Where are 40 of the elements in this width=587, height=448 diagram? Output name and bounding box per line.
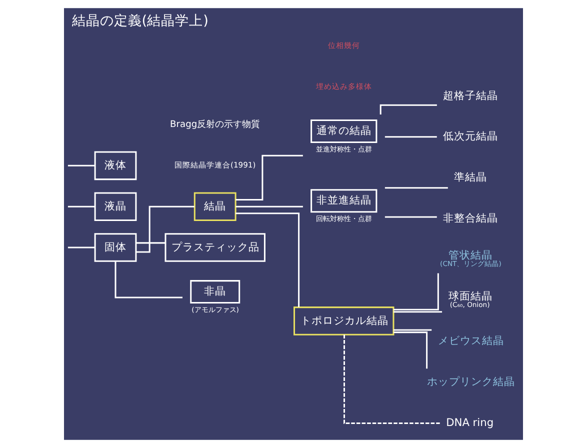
connector xyxy=(394,311,442,313)
connector xyxy=(68,246,96,248)
label: 位相幾何 xyxy=(328,40,360,50)
node-text: 非整合結晶 xyxy=(443,212,498,224)
node-box: 固体 xyxy=(94,233,137,262)
connector xyxy=(344,334,440,424)
label: Bragg反射の示す物質 xyxy=(170,120,260,130)
connector xyxy=(114,261,182,298)
connector xyxy=(136,242,166,244)
node-text: 管状結晶 xyxy=(448,250,492,262)
node-box: 液晶 xyxy=(94,192,137,221)
node-text: ホップリンク結晶 xyxy=(426,376,515,388)
connector xyxy=(236,206,303,208)
diagram-title: 結晶の定義(結晶学上) xyxy=(72,13,208,30)
connector xyxy=(136,206,194,253)
node-box: トポロジカル結晶 xyxy=(294,306,394,336)
node-box: 結晶 xyxy=(194,192,236,221)
connector xyxy=(68,164,96,166)
node-text: メビウス結晶 xyxy=(438,335,504,348)
connector xyxy=(394,332,428,369)
connector xyxy=(68,206,96,208)
connector xyxy=(394,329,432,331)
label: 埋め込み多様体 xyxy=(316,82,372,91)
node-box: 非晶 xyxy=(190,280,240,304)
node-box: 液体 xyxy=(94,151,137,180)
node-text: 準結晶 xyxy=(454,172,488,184)
connector xyxy=(384,187,448,189)
node-text: 低次元結晶 xyxy=(443,130,498,143)
connector xyxy=(384,216,437,218)
node-text: DNA ring xyxy=(446,417,494,430)
label: 国際結晶学連合(1991) xyxy=(174,160,256,170)
connector xyxy=(236,212,300,308)
node-text: 超格子結晶 xyxy=(443,90,498,102)
connector xyxy=(384,136,437,138)
node-box: 通常の結晶 xyxy=(310,119,378,143)
node-text: 球面結晶 xyxy=(448,290,492,303)
connector xyxy=(236,154,303,201)
node-box: 非並進結晶 xyxy=(310,189,378,213)
connector xyxy=(394,273,439,310)
node-box: プラスティック品 xyxy=(164,233,266,262)
